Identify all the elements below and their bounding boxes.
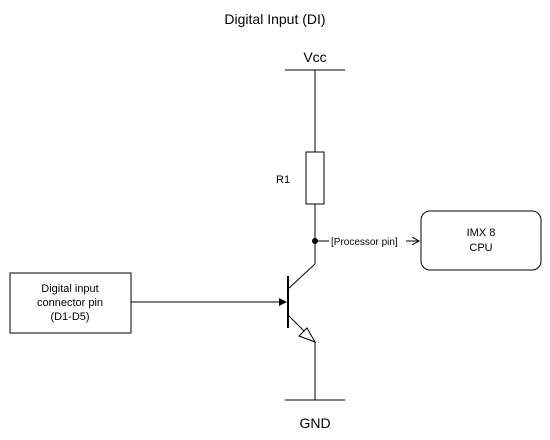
cpu-label-line2: CPU	[469, 242, 492, 254]
input-label-line2: connector pin	[37, 297, 103, 309]
cpu-box	[420, 210, 542, 271]
cpu-label-line1: IMX 8	[467, 227, 496, 239]
resistor-r1	[305, 151, 325, 205]
transistor-collector	[287, 263, 316, 290]
input-label-line3: (D1-D5)	[50, 311, 89, 323]
processor-pin-label: [Processor pin]	[331, 237, 398, 248]
diagram-title: Digital Input (DI)	[224, 11, 325, 27]
emitter-arrow-icon	[298, 327, 317, 343]
resistor-label: R1	[276, 174, 290, 186]
gnd-label: GND	[299, 415, 330, 431]
vcc-label: Vcc	[303, 49, 326, 65]
input-connector-box	[9, 272, 132, 334]
input-label-line1: Digital input	[41, 283, 98, 295]
